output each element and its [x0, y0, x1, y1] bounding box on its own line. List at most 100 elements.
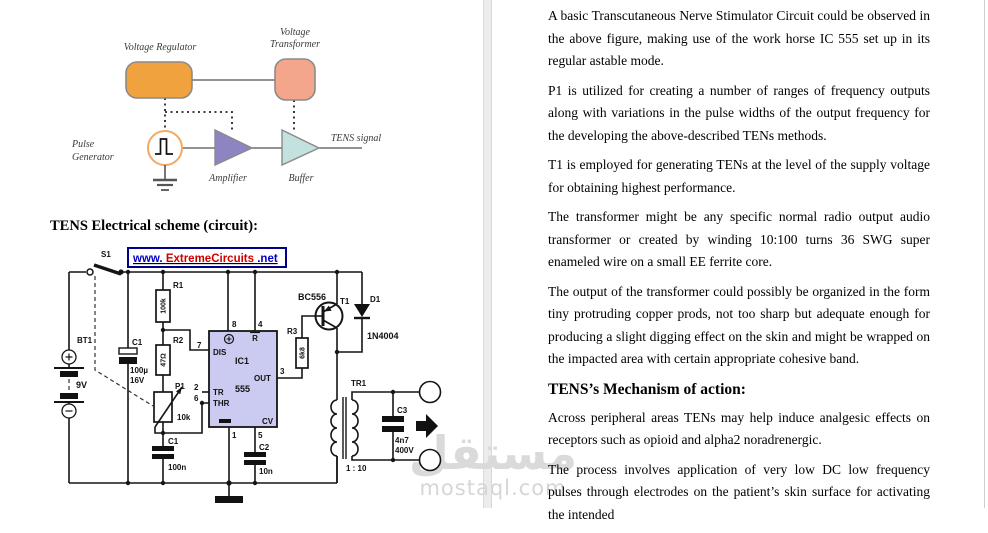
- site-suffix: .net: [257, 253, 278, 265]
- label-r1: R1: [173, 281, 184, 290]
- pulse-waveform-icon: [155, 138, 173, 155]
- circuit-dashed-links: [68, 276, 154, 407]
- pulse-generator-label-2: Generator: [72, 152, 114, 163]
- paragraph-mechanism-2: The process involves application of very…: [548, 461, 930, 522]
- capacitor-c1-electrolytic: [118, 347, 138, 364]
- resistor-r3: [295, 337, 309, 369]
- label-c1a: C1: [132, 338, 143, 347]
- site-label: www. ExtremeCircuits .net: [127, 247, 287, 268]
- voltage-transformer-label-1: Voltage: [280, 27, 311, 38]
- label-r3: R3: [287, 327, 298, 336]
- transformer-tr1: [330, 397, 359, 459]
- paragraph-intro-4: The transformer might be any specific no…: [548, 209, 930, 269]
- label-c1b: C1: [168, 437, 179, 446]
- mechanism-heading: TENS’s Mechanism of action:: [548, 380, 746, 398]
- circuit-wires: [68, 271, 419, 496]
- output-arrow-icon: [416, 414, 438, 438]
- electrode-terminal-top: [418, 380, 442, 404]
- label-tr-pin: TR: [213, 388, 224, 397]
- label-pin1: 1: [232, 431, 237, 440]
- label-pin7: 7: [197, 341, 202, 350]
- paragraph-mechanism-1: Across peripheral areas TENs may help in…: [548, 409, 930, 448]
- buffer-triangle: [281, 128, 321, 167]
- label-c1a-value: 100µ: [130, 366, 148, 375]
- label-pin3: 3: [280, 367, 285, 376]
- article-column: A basic Transcutaneous Nerve Stimulator …: [548, 0, 930, 533]
- label-t1-type: BC556: [298, 292, 326, 302]
- capacitor-c2: [244, 452, 266, 465]
- switch-s1: [86, 263, 122, 276]
- label-c3-value: 4n7: [395, 436, 409, 445]
- potentiometer-p1: [153, 386, 183, 428]
- label-r2-value: 47Ω: [161, 353, 168, 367]
- block-connectors: [182, 79, 362, 149]
- label-c3: C3: [397, 406, 408, 415]
- tens-signal-label: TENS signal: [331, 133, 382, 144]
- page-right-edge: [984, 0, 985, 508]
- label-tr1-ratio: 1 : 10: [346, 464, 367, 473]
- ic1-555-timer: [208, 330, 278, 428]
- transistor-t1-bc556: [314, 301, 344, 331]
- diode-d1: [354, 304, 370, 320]
- label-d1-type: 1N4004: [367, 331, 399, 341]
- label-p1-value: 10k: [177, 413, 191, 422]
- label-r1-value: 100k: [161, 298, 168, 314]
- site-prefix: www.: [132, 253, 163, 265]
- junction-dots: [118, 269, 396, 486]
- ground-icon: [153, 165, 177, 191]
- label-s1: S1: [101, 250, 111, 259]
- label-9v: 9V: [76, 380, 87, 390]
- label-reset-pin: R: [252, 334, 258, 343]
- tens-block-diagram: Voltage Regulator Voltage Transformer Pu…: [71, 27, 382, 191]
- label-thr-pin: THR: [213, 399, 230, 408]
- block-dotted-links: [164, 98, 295, 130]
- battery-bt1: [54, 349, 84, 419]
- label-cv-pin: CV: [262, 417, 274, 426]
- voltage-transformer-label-2: Transformer: [270, 39, 320, 50]
- label-r2: R2: [173, 336, 184, 345]
- label-r3-value: 6k8: [300, 347, 307, 359]
- label-pin6: 6: [194, 394, 199, 403]
- pulse-generator-circle: [147, 130, 183, 166]
- voltage-transformer-box: [274, 58, 316, 101]
- amplifier-triangle: [214, 128, 254, 167]
- ground-bar-icon: [215, 496, 243, 503]
- label-t1: T1: [340, 297, 350, 306]
- capacitor-c3: [382, 416, 404, 432]
- site-name: ExtremeCircuits: [166, 253, 254, 265]
- pulse-generator-label-1: Pulse: [71, 139, 95, 150]
- scheme-heading: TENS Electrical scheme (circuit):: [50, 218, 258, 234]
- document-page: { "watermark": {"arabic": "مستقل", "lati…: [50, 0, 985, 522]
- label-p1: P1: [175, 382, 185, 391]
- tens-circuit-schematic: www. ExtremeCircuits .net S1 BT1 9V C1 1…: [54, 247, 442, 503]
- voltage-regulator-box: [125, 61, 193, 99]
- label-dis: DIS: [213, 348, 227, 357]
- label-pin4: 4: [258, 320, 263, 329]
- label-pin8: 8: [232, 320, 237, 329]
- label-555: 555: [235, 384, 250, 394]
- svg-text:www. ExtremeCircuits: www. ExtremeCircuits .net: [132, 253, 278, 265]
- capacitor-c1b: [152, 446, 174, 459]
- label-ic1: IC1: [235, 356, 249, 366]
- paragraph-intro-1: A basic Transcutaneous Nerve Stimulator …: [548, 8, 930, 68]
- label-bt1: BT1: [77, 336, 93, 345]
- label-out-pin: OUT: [254, 374, 271, 383]
- label-c2: C2: [259, 443, 270, 452]
- resistor-r2: [155, 344, 171, 376]
- label-c2-value: 10n: [259, 467, 273, 476]
- paragraph-intro-3: T1 is employed for generating TENs at th…: [548, 157, 930, 195]
- label-c1a-rating: 16V: [130, 376, 145, 385]
- ic-gnd-tab-icon: [219, 419, 231, 423]
- label-d1: D1: [370, 295, 381, 304]
- label-c3-rating: 400V: [395, 446, 414, 455]
- electrode-terminal-bottom: [418, 448, 442, 472]
- label-pin5: 5: [258, 431, 263, 440]
- paragraph-intro-2: P1 is utilized for creating a number of …: [548, 82, 930, 143]
- voltage-regulator-label: Voltage Regulator: [124, 42, 197, 53]
- amplifier-label: Amplifier: [208, 173, 247, 184]
- label-c1b-value: 100n: [168, 463, 186, 472]
- column-divider: [483, 0, 492, 508]
- label-tr1: TR1: [351, 379, 367, 388]
- resistor-r1: [155, 289, 171, 323]
- pnp-emitter-arrow: [324, 305, 332, 312]
